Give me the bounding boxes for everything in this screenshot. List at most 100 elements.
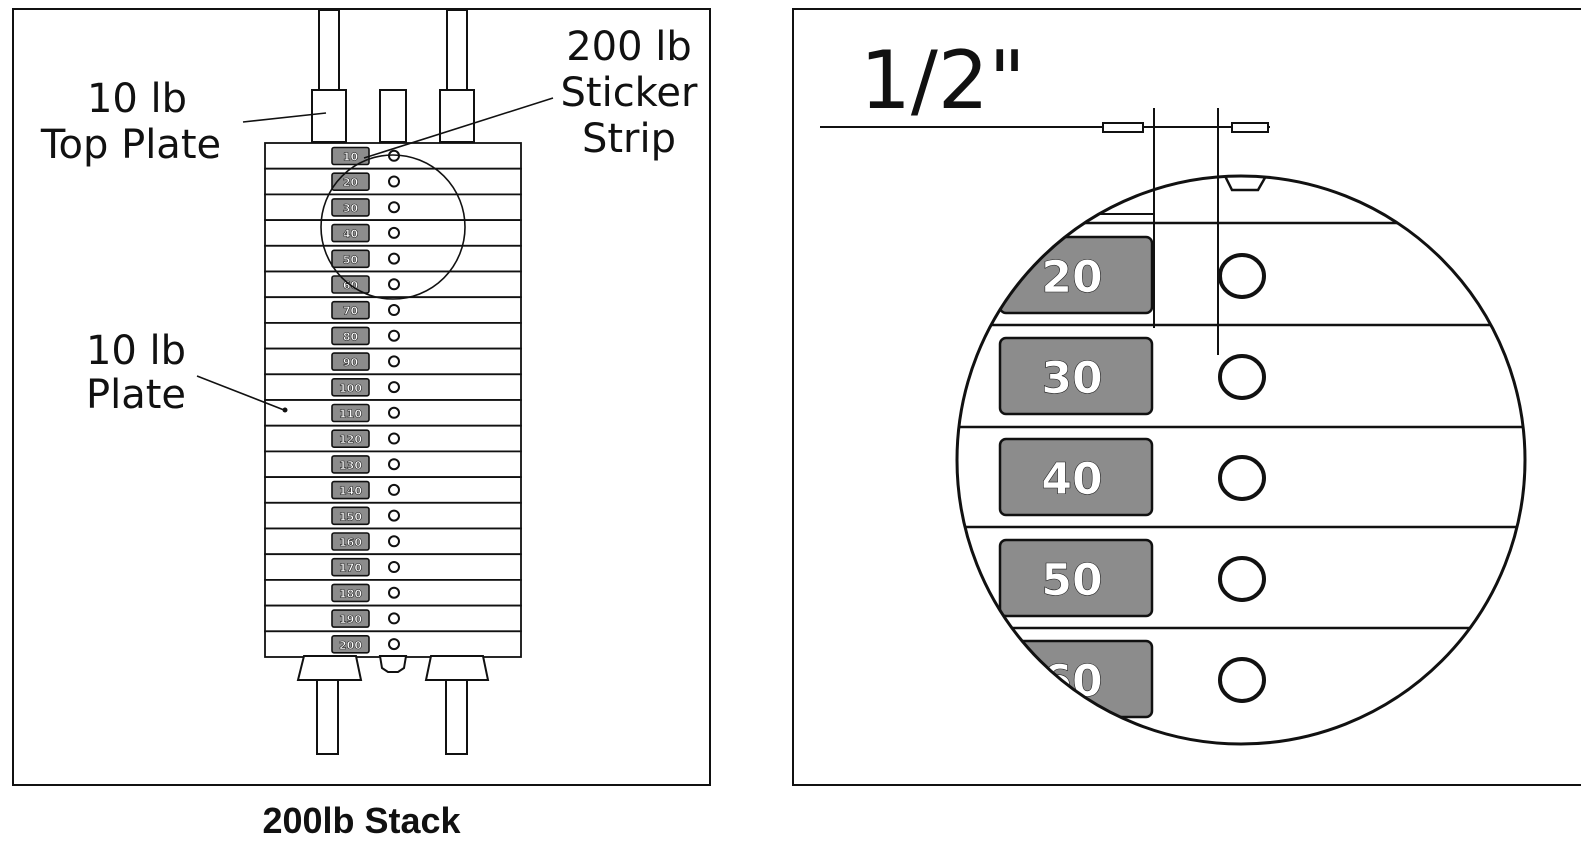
pin-hole bbox=[388, 226, 400, 239]
zoom-plate: 50 bbox=[998, 538, 1266, 618]
zoom-weight-sticker-label: 50 bbox=[1041, 555, 1102, 606]
plate: 100 bbox=[264, 373, 522, 401]
zoom-weight-sticker-label: 40 bbox=[1041, 454, 1102, 505]
pin-hole bbox=[388, 535, 400, 548]
weight-sticker bbox=[331, 609, 370, 628]
plate: 60 bbox=[264, 270, 522, 299]
plate: 130 bbox=[264, 450, 522, 478]
label-plate: 10 lb Plate bbox=[86, 328, 186, 418]
sticker-label-line1: 200 lb bbox=[566, 24, 692, 70]
weight-sticker bbox=[331, 557, 370, 577]
diagram-caption: 200lb Stack bbox=[262, 800, 461, 841]
plate-label-line1: 10 lb bbox=[86, 328, 186, 374]
pin-hole bbox=[388, 586, 400, 599]
pin-hole bbox=[388, 304, 400, 316]
weight-sticker bbox=[331, 223, 370, 243]
zoom-plate: 20 bbox=[998, 235, 1266, 315]
weight-sticker bbox=[331, 352, 370, 371]
zoom-weight-sticker-label: 20 bbox=[1041, 252, 1102, 303]
sticker-label-line3: Strip bbox=[582, 116, 676, 162]
weight-sticker bbox=[331, 249, 370, 269]
zoom-pin-hole bbox=[1218, 253, 1266, 299]
pin-hole bbox=[388, 458, 400, 471]
leader-lines bbox=[196, 97, 554, 411]
plate-label-line2: Plate bbox=[86, 372, 186, 418]
pin-hole bbox=[388, 483, 400, 496]
weight-sticker-label: 200 bbox=[339, 639, 362, 652]
weight-sticker-label: 190 bbox=[339, 613, 362, 626]
weight-sticker-label: 20 bbox=[343, 176, 359, 189]
weight-sticker-label: 100 bbox=[339, 382, 362, 395]
plate: 170 bbox=[264, 553, 522, 581]
plate: 200 bbox=[264, 630, 522, 658]
pin-hole bbox=[388, 355, 400, 368]
plate: 150 bbox=[264, 501, 522, 530]
weight-sticker-label: 160 bbox=[339, 536, 362, 549]
weight-sticker-label: 130 bbox=[339, 459, 362, 472]
pin-hole bbox=[388, 252, 400, 265]
weight-sticker bbox=[331, 532, 370, 551]
label-top-plate: 10 lb Top Plate bbox=[40, 76, 221, 168]
plate: 30 bbox=[264, 193, 522, 221]
plate: 40 bbox=[264, 219, 522, 247]
plate: 120 bbox=[264, 424, 522, 453]
weight-sticker bbox=[331, 634, 370, 654]
weight-sticker bbox=[331, 429, 370, 449]
weight-sticker-label: 150 bbox=[339, 510, 362, 523]
weight-sticker-label: 90 bbox=[343, 356, 359, 369]
top-plate-label-line1: 10 lb bbox=[87, 76, 187, 122]
plate: 180 bbox=[264, 579, 522, 607]
dimension-callout bbox=[820, 108, 1270, 355]
pin-hole bbox=[388, 612, 400, 625]
weight-sticker-label: 50 bbox=[343, 253, 359, 266]
weight-sticker bbox=[331, 377, 370, 397]
weight-sticker-label: 30 bbox=[343, 202, 359, 215]
pin-hole bbox=[388, 381, 400, 394]
plate: 80 bbox=[264, 321, 522, 350]
zoom-indicator-circle bbox=[320, 154, 466, 300]
weight-sticker bbox=[331, 455, 370, 474]
plate: 140 bbox=[264, 476, 522, 504]
plate: 190 bbox=[264, 604, 522, 633]
pin-hole bbox=[388, 201, 400, 214]
weight-sticker-label: 40 bbox=[343, 228, 359, 241]
weight-sticker-label: 80 bbox=[343, 330, 359, 343]
weight-sticker-label: 110 bbox=[339, 408, 362, 421]
weight-sticker-label: 140 bbox=[339, 485, 362, 498]
dimension-label: 1/2" bbox=[860, 34, 1026, 127]
zoom-weight-sticker bbox=[998, 538, 1154, 618]
pin-hole bbox=[388, 278, 400, 291]
weight-sticker bbox=[331, 480, 370, 500]
guide-rods-bottom bbox=[296, 655, 490, 755]
weight-sticker-label: 10 bbox=[343, 151, 359, 164]
pin-hole bbox=[388, 561, 400, 573]
weight-sticker bbox=[331, 403, 370, 423]
top-plate-label-line2: Top Plate bbox=[40, 122, 221, 168]
weight-sticker bbox=[331, 506, 370, 526]
zoom-plate: 30 bbox=[998, 336, 1266, 416]
pin-hole bbox=[388, 509, 400, 522]
zoom-pin-hole bbox=[1218, 455, 1266, 501]
weight-sticker bbox=[331, 326, 370, 346]
zoom-pin-hole bbox=[1218, 556, 1266, 602]
plate: 50 bbox=[264, 244, 522, 273]
weight-sticker-label: 70 bbox=[343, 305, 359, 318]
weight-sticker bbox=[331, 583, 370, 603]
plate: 10 bbox=[264, 142, 522, 170]
zoom-weight-sticker-label: 30 bbox=[1041, 353, 1102, 404]
weight-sticker-label: 170 bbox=[339, 562, 362, 575]
plate: 70 bbox=[264, 296, 522, 324]
weight-sticker-label: 120 bbox=[339, 433, 362, 446]
plate: 20 bbox=[264, 167, 522, 196]
leader-dot bbox=[282, 407, 288, 413]
pin-hole bbox=[388, 175, 400, 188]
weight-sticker-label: 180 bbox=[339, 587, 362, 600]
label-sticker-strip: 200 lb Sticker Strip bbox=[561, 24, 699, 162]
zoom-pin-hole bbox=[1218, 657, 1266, 703]
sticker-label-line2: Sticker bbox=[561, 70, 699, 116]
pin-hole bbox=[388, 329, 400, 342]
zoom-pin-hole bbox=[1218, 354, 1266, 400]
plate: 160 bbox=[264, 527, 522, 556]
